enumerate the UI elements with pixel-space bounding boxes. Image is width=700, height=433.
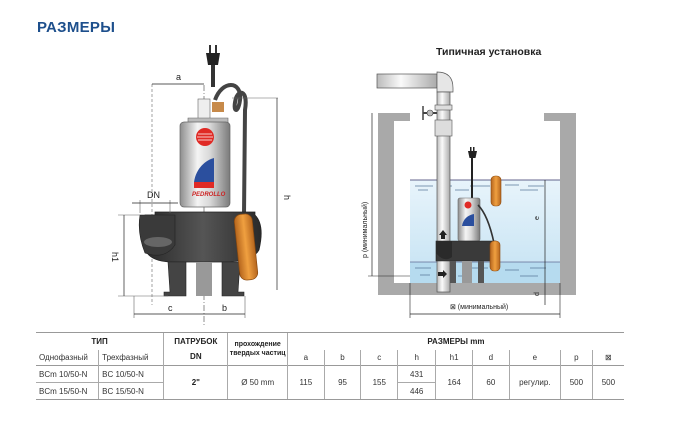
- header-outlet: ПАТРУБОК DN: [163, 332, 228, 366]
- technical-drawings: a h PEDROLLO: [110, 45, 576, 325]
- header-col-c: c: [360, 349, 398, 366]
- dimension-h-label: h: [282, 195, 292, 200]
- page-heading: РАЗМЕРЫ: [37, 19, 116, 36]
- cell-solids: Ø 50 mm: [227, 365, 288, 400]
- installation-title: Типичная установка: [436, 46, 542, 58]
- dimensions-table: ТИП ПАТРУБОК DN прохождение твердых част…: [36, 332, 624, 400]
- pump-dimension-drawing: a h PEDROLLO: [110, 45, 292, 325]
- dimension-e-label: e: [534, 216, 541, 220]
- header-dimensions: РАЗМЕРЫ mm: [286, 332, 624, 350]
- table-row: BCm 15/50-N BC 15/50-N 446: [36, 382, 624, 400]
- cell-a: 115: [286, 365, 325, 400]
- float-switch-lower: [489, 240, 501, 272]
- brand-flag-icon: [194, 158, 214, 182]
- power-cable: [213, 83, 248, 216]
- header-col-p: p: [560, 349, 593, 366]
- header-three-phase: Трехфазный: [98, 349, 164, 366]
- float-switch-upper: [490, 175, 502, 207]
- dimension-d-label: d: [534, 292, 541, 296]
- cell-p: 500: [560, 365, 593, 400]
- header-col-a: a: [286, 349, 325, 366]
- dimension-square-label: ⊠ (минимальный): [450, 303, 508, 311]
- header-solids: прохождение твердых частиц: [227, 332, 288, 366]
- power-plug-icon: [206, 45, 220, 87]
- installation-drawing: p (минимальный) e d ⊠ (минимальный): [361, 71, 576, 318]
- header-col-h1: h1: [435, 349, 473, 366]
- header-solids-line2: твердых частиц: [229, 350, 286, 357]
- header-col-e: e: [508, 349, 561, 366]
- dimension-dn-label: DN: [147, 190, 160, 200]
- cell-d: 60: [472, 365, 510, 400]
- dimension-h1-label: h1: [110, 252, 120, 262]
- cell-square: 500: [591, 365, 624, 400]
- header-outlet-label: ПАТРУБОК: [174, 337, 218, 346]
- row1-single-phase: BCm 10/50-N: [36, 365, 99, 383]
- dimension-c-label: c: [168, 303, 173, 313]
- header-col-d: d: [472, 349, 510, 366]
- gate-valve-icon: [422, 106, 437, 120]
- header-col-square: ⊠: [591, 349, 624, 366]
- header-col-b: b: [323, 349, 361, 366]
- discharge-pipe-horizontal: [376, 73, 438, 89]
- outlet-port: [138, 214, 176, 256]
- header-type: ТИП: [36, 332, 164, 350]
- cell-dn: 2": [163, 365, 228, 400]
- header-col-h: h: [397, 349, 436, 366]
- header-solids-line1: прохождение: [234, 341, 281, 348]
- dimension-b-label: b: [222, 303, 227, 313]
- cell-h1: 164: [435, 365, 473, 400]
- header-single-phase: Однофазный: [39, 352, 88, 362]
- dimension-a-label: a: [176, 72, 181, 82]
- row2-single-phase: BCm 15/50-N: [36, 382, 99, 400]
- brand-text: PEDROLLO: [192, 192, 226, 198]
- float-switch: [233, 213, 259, 281]
- header-outlet-dn: DN: [190, 352, 202, 361]
- pump-foot-left: [163, 261, 187, 297]
- power-plug-icon: [468, 147, 477, 200]
- dimension-p-label: p (минимальный): [361, 202, 369, 258]
- cell-e: регулир.: [508, 365, 561, 400]
- cell-c: 155: [360, 365, 398, 400]
- cell-b: 95: [323, 365, 361, 400]
- table-row: BCm 10/50-N BC 10/50-N 2" Ø 50 mm 115 95…: [36, 365, 624, 400]
- flow-arrow-right-icon: [438, 270, 447, 278]
- row1-three-phase: BC 10/50-N: [98, 365, 164, 383]
- flow-arrow-up-icon: [439, 230, 447, 239]
- row1-h: 431: [397, 365, 436, 383]
- row2-h: 446: [397, 382, 436, 400]
- row2-three-phase: BC 15/50-N: [98, 382, 164, 400]
